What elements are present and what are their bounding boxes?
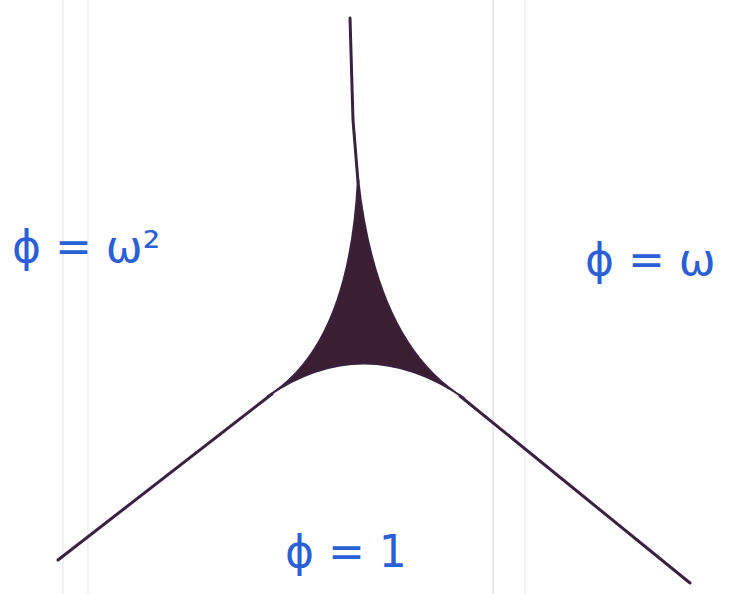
domain-wall: [350, 18, 358, 182]
paper-rule: [62, 0, 64, 594]
region-label: ϕ = ω: [585, 238, 716, 282]
domain-wall: [460, 396, 690, 583]
junction-core: [268, 178, 464, 398]
region-label: ϕ = 1: [285, 530, 407, 574]
paper-rule: [524, 0, 526, 594]
domain-wall: [58, 394, 272, 560]
paper-rule: [87, 0, 89, 594]
region-label: ϕ = ω²: [12, 225, 160, 269]
paper-rule: [492, 0, 494, 594]
